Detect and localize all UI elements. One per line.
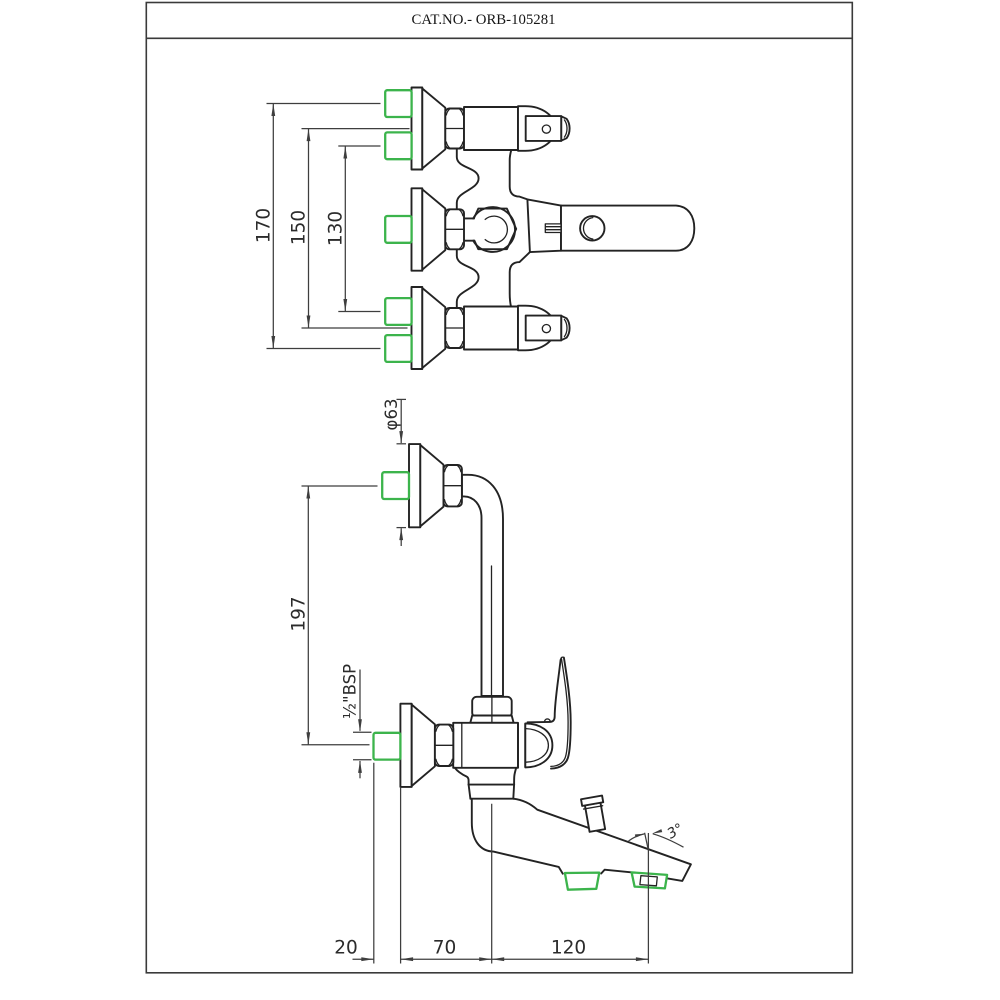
dim-angle3-label: 3° (665, 821, 687, 843)
dim-angle3: 3° (628, 821, 687, 964)
bottom-valve (410, 286, 571, 370)
dim-170-label: 170 (254, 208, 275, 243)
shower-elbow (381, 443, 504, 697)
dim-20-label: 20 (334, 938, 358, 959)
dim-130: 130 (326, 146, 348, 312)
aerator-block (563, 871, 601, 891)
hot-valve-unit (410, 86, 571, 171)
spout-outlets (563, 871, 669, 891)
diverter-unit (410, 187, 518, 272)
bottom-dims: 20 70 120 (334, 762, 649, 964)
cold-valve-unit (410, 286, 571, 370)
lever-handle-plan (526, 198, 696, 254)
mixer-body (455, 148, 531, 310)
dim-170: 170 (254, 103, 276, 349)
shower-elbow-flange (408, 443, 463, 529)
inlet-block-bottom-lower (384, 333, 413, 364)
diverter-knob (580, 794, 607, 833)
dim-dia63: φ63 (382, 399, 406, 546)
dim-70-label: 70 (433, 938, 457, 959)
dim-bsp-label: ½"BSP (341, 664, 360, 719)
lever-blade-outer (550, 656, 572, 770)
page-frame: CAT.NO.- ORB-105281 (145, 1, 854, 974)
top-valve (410, 86, 571, 171)
dim-bsp: ½"BSP (341, 664, 372, 779)
inlet-block-center (384, 214, 413, 244)
dim-dia63-label: φ63 (382, 399, 401, 431)
dim-197-label: 197 (289, 596, 310, 631)
mixer-wall-flange (399, 702, 455, 788)
front-view-extension-lines (266, 102, 410, 350)
mixer-body-side (372, 656, 692, 882)
dim-150-label: 150 (289, 210, 310, 245)
dim-120-label: 120 (551, 938, 586, 959)
border-rect (145, 1, 854, 974)
dim-130-label: 130 (326, 211, 347, 246)
dim-150: 150 (289, 128, 311, 328)
shower-inlet-block (381, 471, 411, 501)
front-view: 170 150 130 (254, 86, 696, 370)
catalog-number-title: CAT.NO.- ORB-105281 (412, 12, 556, 28)
mixer-inlet-block (372, 731, 402, 761)
side-view: φ63 197 ½"BSP (289, 399, 692, 964)
dim-197: 197 (289, 485, 378, 746)
inlet-block-bottom-upper (384, 296, 413, 327)
inlet-block-top-lower (384, 131, 413, 161)
inlet-block-top-upper (384, 89, 413, 119)
wall-inlet-blocks (384, 89, 413, 364)
